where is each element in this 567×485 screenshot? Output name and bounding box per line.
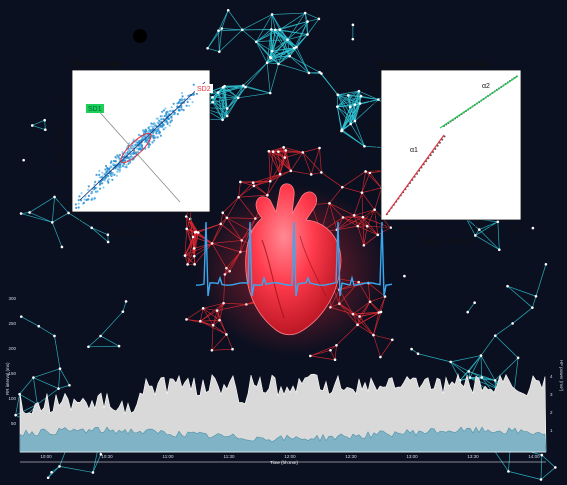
time-x-tick: 13:00 [406, 454, 418, 459]
poincare-x-tick: -50 [103, 217, 113, 224]
poincare-ellipse [120, 132, 152, 164]
poincare-y-tick: 0 [65, 149, 69, 156]
dfa-x-tick: 0.8 [403, 225, 412, 232]
dfa-y-tick: -1.8 [366, 123, 378, 130]
time-x-tick: 12:00 [284, 454, 296, 459]
dfa-y-tick: -2.4 [366, 189, 378, 196]
dfa-y-tick: -2 [371, 145, 377, 152]
poincare-y-tick: 100 [58, 97, 69, 104]
time-x-tick: 11:30 [224, 454, 235, 459]
dfa-x-tick: 1.2 [446, 225, 455, 232]
sd1-axis [95, 107, 181, 203]
poincare-plot-panel: Poincare Plot SD1 SD2 -100 -50 0 50 100 100 5… [56, 60, 213, 240]
poincare-x-tick: 100 [181, 217, 192, 224]
dark-dot [133, 29, 147, 43]
time-x-ticks: 10:00 10:30 11:00 11:30 12:00 12:30 13:00 13:30… [40, 454, 540, 459]
poincare-x-tick: -100 [75, 217, 88, 224]
dfa-y-axis-label: log10F(n) [347, 146, 358, 178]
time-x-tick: 10:30 [101, 454, 113, 459]
poincare-x-tick: 50 [156, 217, 164, 224]
dfa-x-tick: 0.6 [381, 225, 390, 232]
sd1-label: SD1 [88, 106, 102, 113]
rr-y-tick: 250 [8, 321, 16, 326]
sd2-label: SD2 [197, 86, 211, 93]
time-x-tick: 12:30 [345, 454, 357, 459]
poincare-x-ticks: -100 -50 0 50 100 [75, 217, 191, 224]
poincare-y-ticks: 100 50 0 -50 -100 [56, 97, 69, 208]
dfa-x-ticks: 0.6 0.8 1 1.2 1.4 1.6 1.8 [381, 225, 519, 232]
hf-power-band [19, 426, 547, 453]
identity-line [79, 81, 206, 201]
time-x-tick: 13:30 [467, 454, 479, 459]
sd2-badge [195, 84, 213, 93]
dfa-y-ticks: -1.4 -1.6 -1.8 -2 -2.2 -2.4 -2.6 [366, 79, 378, 218]
hf-y-tick: 4 [550, 374, 553, 379]
dfa-title: Detrended fluctuations (DFA) [378, 60, 489, 69]
hf-y-ticks: 4 3 2 1 [550, 374, 553, 433]
hf-y-tick: 3 [550, 392, 553, 397]
time-axis-label: Time (hh:mm) [270, 460, 298, 465]
alpha2-label: α2 [482, 83, 490, 90]
time-x-tick: 10:00 [40, 454, 52, 459]
rr-y-tick: 150 [8, 371, 16, 376]
rr-y-tick: 100 [8, 396, 16, 401]
poincare-y-tick: -100 [56, 201, 69, 208]
rr-y-ticks: 300 250 200 150 100 50 [8, 296, 16, 426]
dfa-y-tick: -2.2 [366, 167, 378, 174]
dfa-y-tick: -2.6 [366, 211, 378, 218]
rr-y-tick: 300 [8, 296, 16, 301]
poincare-x-axis-label: RRn(ms) [113, 229, 144, 240]
rr-y-tick: 200 [8, 346, 16, 351]
poincare-title: Poincare Plot [72, 60, 123, 69]
sd1-badge [86, 104, 104, 113]
rr-y-axis-label: RR interval (ms) [5, 362, 10, 395]
time-x-tick: 11:00 [163, 454, 174, 459]
poincare-x-tick: 0 [132, 217, 136, 224]
dfa-x-tick: 1 [427, 225, 431, 232]
dfa-x-tick: 1.8 [510, 225, 519, 232]
rr-y-tick: 50 [11, 421, 17, 426]
alpha2-fit-line [439, 75, 519, 129]
ecg-trace [195, 221, 393, 297]
alpha1-fit-line [385, 134, 445, 216]
poincare-y-axis-label: RRn+1(ms) [56, 128, 67, 165]
dfa-x-tick: 1.6 [489, 225, 498, 232]
hf-y-tick: 1 [550, 428, 553, 433]
dfa-x-tick: 1.4 [467, 225, 476, 232]
hf-y-axis-label: HF power (ms²) [559, 360, 564, 392]
dfa-y-tick: -1.4 [366, 79, 378, 86]
time-x-tick: 14:00 [528, 454, 540, 459]
dfa-y-tick: -1.6 [366, 101, 378, 108]
alpha1-label: α1 [410, 147, 418, 154]
poincare-y-tick: 50 [62, 123, 70, 130]
hf-y-tick: 2 [550, 410, 553, 415]
poincare-y-tick: -50 [60, 175, 70, 182]
